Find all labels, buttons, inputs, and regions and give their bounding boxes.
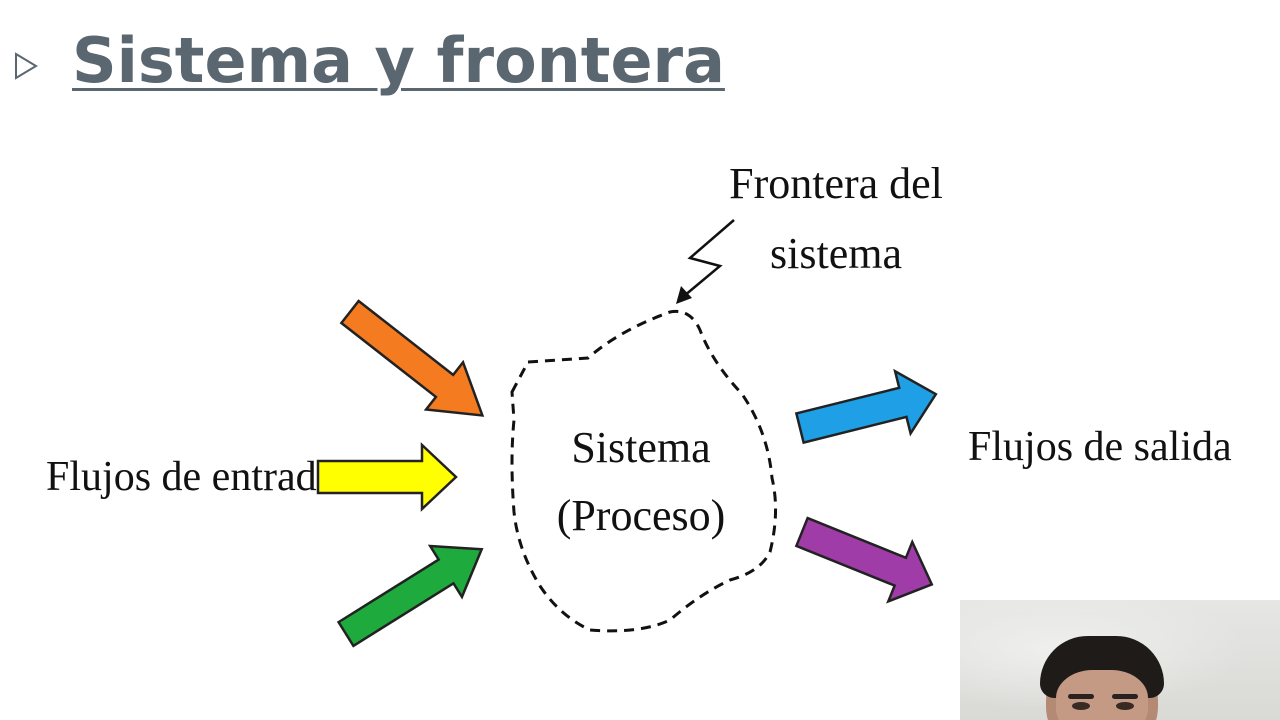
- outputs-label: Flujos de salida: [968, 424, 1232, 470]
- presenter-webcam-feed: [960, 600, 1280, 720]
- input-arrow-orange: [339, 299, 485, 417]
- input-arrow-green: [336, 544, 484, 648]
- boundary-label-line1: Frontera del: [729, 159, 943, 208]
- system-label-line1: Sistema: [571, 423, 710, 472]
- inputs-label: Flujos de entrada: [46, 454, 336, 500]
- presenter-left-eye: [1072, 702, 1090, 710]
- output-arrow-blue: [794, 368, 938, 445]
- boundary-pointer-arrow: [676, 219, 735, 304]
- presenter-right-brow: [1112, 694, 1138, 699]
- input-arrow-yellow: [316, 442, 458, 512]
- presenter-left-brow: [1068, 694, 1094, 699]
- boundary-label-line2: sistema: [770, 229, 902, 278]
- system-label-line2: (Proceso): [557, 491, 726, 540]
- presenter-right-eye: [1116, 702, 1134, 710]
- bullet-triangle-icon: [15, 52, 38, 80]
- output-arrow-purple: [794, 516, 934, 604]
- slide-title: Sistema y frontera: [72, 24, 725, 97]
